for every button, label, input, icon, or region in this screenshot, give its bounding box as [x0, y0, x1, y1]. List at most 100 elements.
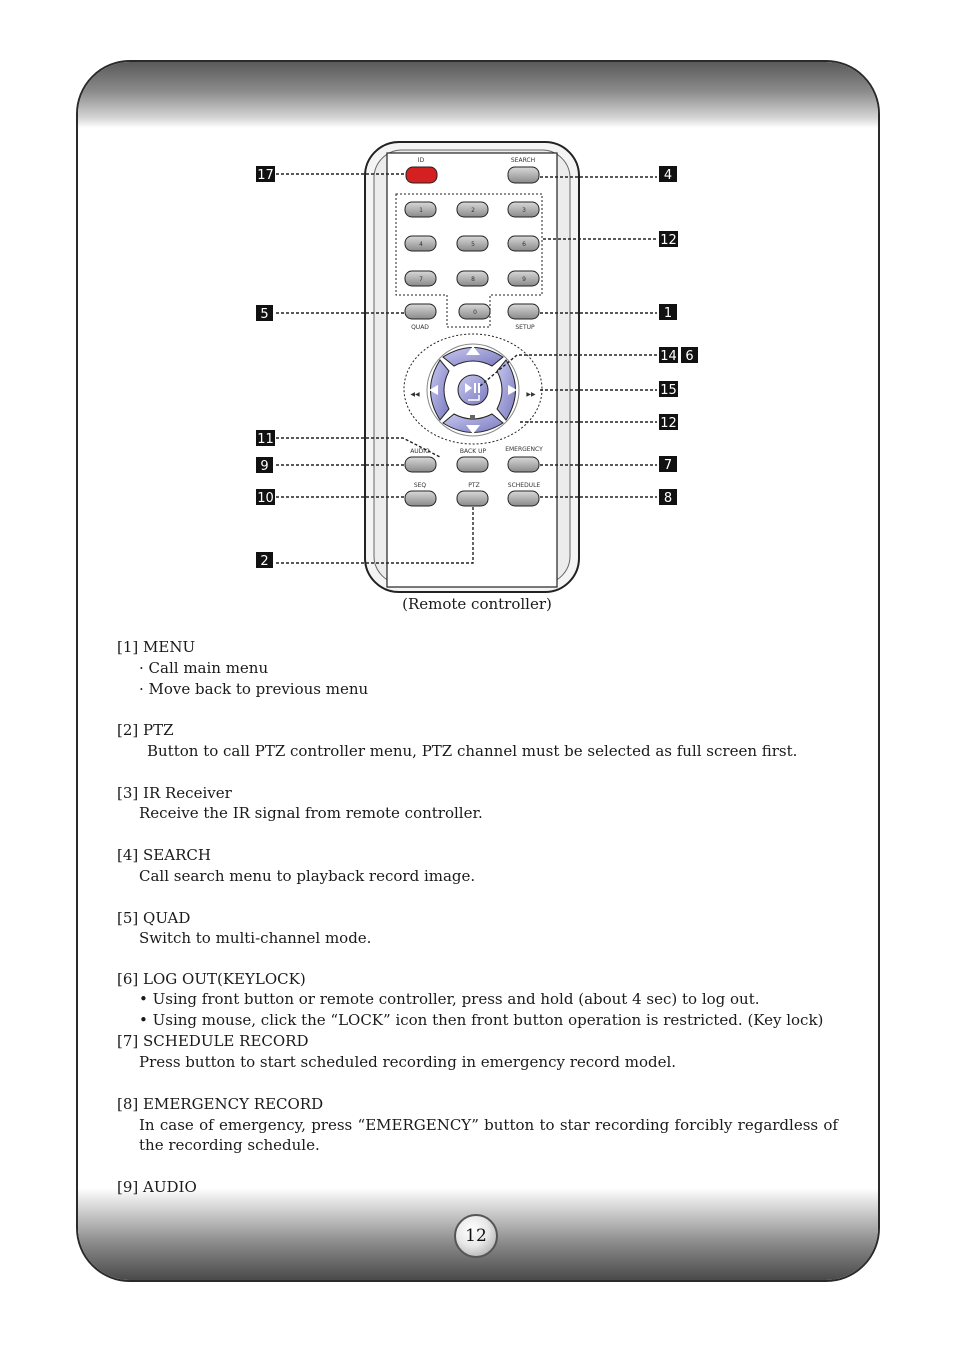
audio-button[interactable]: AUDIO	[404, 448, 437, 473]
up-arrow-icon	[466, 346, 480, 355]
play-pause-icon	[465, 383, 472, 393]
section-5-line-1: Switch to multi-channel mode.	[139, 929, 372, 947]
digit-9-button[interactable]: 9	[507, 270, 540, 287]
backup-label: BACK UP	[460, 448, 487, 455]
section-6-line-2: • Using mouse, click the “LOCK” icon the…	[139, 1011, 824, 1029]
svg-text:1: 1	[664, 306, 672, 321]
digit-5-button[interactable]: 5	[456, 235, 489, 252]
enter-icon	[468, 395, 480, 401]
digit-7-button[interactable]: 7	[404, 270, 437, 287]
nav-pad: ◀◀ ▶▶	[403, 333, 543, 445]
digit-1-button[interactable]: 1	[404, 201, 437, 218]
section-2-heading: [2] PTZ	[117, 721, 174, 739]
callout-12-top: 12	[659, 231, 678, 248]
seq-label: SEQ	[414, 482, 427, 489]
play-enter-button[interactable]	[457, 374, 489, 406]
digit-8-button[interactable]: 8	[456, 270, 489, 287]
header-band	[78, 62, 878, 128]
svg-text:11: 11	[257, 432, 274, 447]
digit-3-label: 3	[522, 207, 526, 214]
section-9-heading: [9] AUDIO	[117, 1178, 197, 1196]
up-arrow-button[interactable]	[442, 347, 504, 367]
svg-text:5: 5	[260, 307, 268, 322]
svg-text:8: 8	[664, 491, 672, 506]
pause-bar-icon	[474, 383, 476, 393]
section-6-line-1: • Using front button or remote controlle…	[139, 990, 760, 1008]
digit-6-button[interactable]: 6	[507, 235, 540, 252]
callout-14: 14	[659, 347, 678, 364]
figure-caption: (Remote controller)	[402, 595, 552, 613]
section-5-heading: [5] QUAD	[117, 909, 191, 927]
section-8-heading: [8] EMERGENCY RECORD	[117, 1095, 324, 1113]
callout-12-bottom: 12	[659, 414, 678, 431]
left-arrow-button[interactable]	[430, 359, 450, 421]
callout-7: 7	[659, 456, 677, 473]
setup-button[interactable]: SETUP	[507, 303, 540, 331]
schedule-label: SCHEDULE	[508, 482, 541, 489]
numpad-outline	[395, 193, 543, 328]
stop-icon	[470, 415, 475, 420]
callout-1: 1	[659, 304, 677, 321]
svg-text:15: 15	[660, 383, 677, 398]
rewind-icon: ◀◀	[410, 391, 420, 398]
page-number-badge: 12	[454, 1214, 498, 1258]
section-2-line-1: Button to call PTZ controller menu, PTZ …	[147, 742, 798, 760]
section-8-line-1: In case of emergency, press “EMERGENCY” …	[139, 1116, 838, 1154]
callout-2: 2	[256, 552, 273, 569]
setup-label: SETUP	[515, 324, 535, 331]
id-button[interactable]: ID	[405, 157, 438, 184]
callout-badges: 1 7 4 12 5 1 14 6 15 12 11 9 7 10 8 2	[256, 166, 698, 569]
leader-lines	[276, 173, 657, 564]
digit-4-button[interactable]: 4	[404, 235, 437, 252]
callout-9: 9	[256, 457, 273, 474]
down-arrow-button[interactable]	[442, 413, 504, 433]
callout-8: 8	[659, 489, 677, 506]
right-arrow-button[interactable]	[496, 359, 516, 421]
svg-text:4: 4	[664, 168, 672, 183]
digit-9-label: 9	[522, 276, 526, 283]
quad-button[interactable]: QUAD	[404, 303, 437, 331]
digit-6-label: 6	[522, 241, 526, 248]
callout-15: 15	[659, 381, 678, 398]
svg-text:12: 12	[660, 416, 677, 431]
seq-button[interactable]: SEQ	[404, 482, 437, 507]
digit-2-button[interactable]: 2	[456, 201, 489, 218]
emergency-button[interactable]: EMERGENCY	[505, 446, 543, 473]
digit-buttons[interactable]: 1 2 3 4 5 6 7 8 9 0	[404, 201, 540, 320]
section-6-heading: [6] LOG OUT(KEYLOCK)	[117, 970, 306, 988]
callout-5: 5	[256, 305, 273, 322]
digit-2-label: 2	[471, 207, 475, 214]
section-1-heading: [1] MENU	[117, 638, 196, 656]
digit-3-button[interactable]: 3	[507, 201, 540, 218]
digit-0-label: 0	[473, 309, 477, 316]
section-1-line-1: · Call main menu	[139, 659, 269, 677]
audio-label: AUDIO	[410, 448, 430, 455]
callout-11: 11	[256, 430, 275, 447]
digit-8-label: 8	[471, 276, 475, 283]
search-button[interactable]: SEARCH	[507, 157, 540, 184]
ptz-button[interactable]: PTZ	[456, 482, 489, 507]
emergency-label: EMERGENCY	[505, 446, 543, 453]
search-label: SEARCH	[511, 157, 535, 164]
svg-text:2: 2	[260, 554, 268, 569]
section-3-line-1: Receive the IR signal from remote contro…	[139, 804, 483, 822]
svg-text:14: 14	[660, 349, 677, 364]
pause-bar-icon	[478, 383, 480, 393]
section-4-heading: [4] SEARCH	[117, 846, 211, 864]
digit-0-button[interactable]: 0	[458, 303, 491, 320]
svg-text:9: 9	[260, 459, 268, 474]
callout-10: 10	[256, 489, 275, 506]
down-arrow-icon	[466, 425, 480, 434]
digit-7-label: 7	[419, 276, 423, 283]
backup-button[interactable]: BACK UP	[456, 448, 489, 473]
svg-text:10: 10	[257, 491, 274, 506]
schedule-button[interactable]: SCHEDULE	[507, 482, 541, 507]
svg-text:12: 12	[660, 233, 677, 248]
callout-4: 4	[659, 166, 677, 183]
left-arrow-icon	[429, 385, 438, 395]
section-1-line-2: · Move back to previous menu	[139, 680, 369, 698]
fast-forward-icon: ▶▶	[526, 391, 536, 398]
right-arrow-icon	[508, 385, 517, 395]
section-7-heading: [7] SCHEDULE RECORD	[117, 1032, 309, 1050]
quad-label: QUAD	[411, 324, 429, 331]
